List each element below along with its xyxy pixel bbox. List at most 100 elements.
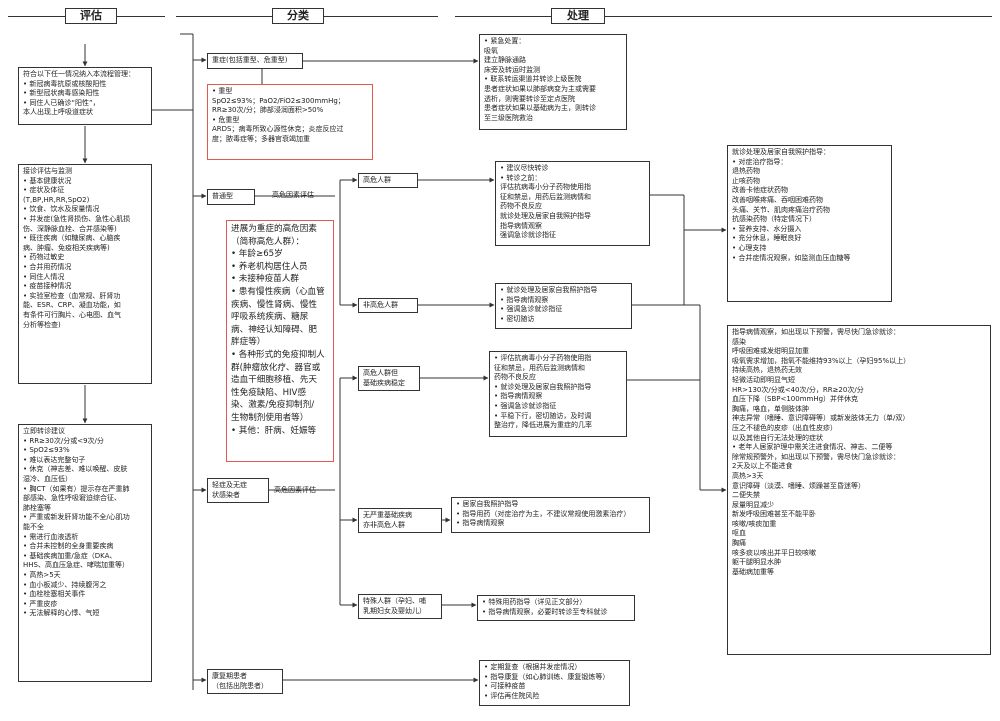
text-line: 轻微活动即明显气短 [732,375,795,384]
text-line: 药物不良反应 [500,202,542,211]
header-assessment: 评估 [65,8,117,24]
text-line: 建立静脉通路 [484,56,526,65]
text-line: • 紧急处置： [484,37,526,45]
text-line: • 平稳下行，密切随访，及时调 [494,411,592,420]
text-line: • 新型冠状病毒感染阳性 [23,89,100,98]
header-classification: 分类 [272,8,324,24]
text-line: 接诊评估与监测 [23,167,72,175]
text-line: • 无法解释的心悸、气短 [23,609,100,618]
high-risk-handling-box: • 建议尽快转诊• 转诊之前： 评估抗病毒小分子药物使用指 征和禁忌，用药后监测… [495,161,650,246]
text-line: • 患有慢性疾病（心血管 [231,286,325,297]
text-line: 性免疫缺陷、HIV感 [231,387,307,398]
text-line: 改善咽喉疼痛、吞咽困难药物 [732,195,823,204]
text-line: 亦非高危人群 [363,520,405,529]
text-line: 本人出现上呼吸道症状 [23,108,93,117]
text-line: 呕血 [732,529,746,538]
text-line: 病、神经认知障碍、肥 [231,324,317,335]
text-line: • 年龄≥65岁 [231,249,283,260]
text-line: 至三级医院救治 [484,113,533,122]
text-line: 符合以下任一情况纳入本流程管理： [23,70,135,78]
text-line: （包括出院患者） [212,681,268,690]
text-line: 退热药物 [732,167,760,176]
text-line: 特殊人群（孕妇、哺 [363,597,426,605]
text-line: 乳期妇女及婴幼儿） [363,606,426,615]
text-line: 床旁及转运时监测 [484,65,540,74]
non-high-risk-handling-box: • 就诊处理及居家自我照护指导• 指导病情观察• 强调急诊就诊指征• 密切随访 [495,283,632,329]
text-line: • 同住人已确诊“阳性”， [23,98,100,107]
text-line: • 合并未控制的全身重要疾病 [23,542,114,551]
text-line: 躯干腿明显水肿 [732,558,781,567]
text-line: （简称高危人群）： [231,236,305,247]
text-line: 胖症等） [231,337,266,348]
text-line: • 评估抗病毒小分子药物使用指 [494,354,592,362]
common-type-box: 普通型 [207,189,255,205]
text-line: • 严重皮疹 [23,599,58,608]
text-line: 整治疗，降低进展为重症的几率 [494,421,592,430]
text-line: 吸氧 [484,46,498,55]
high-risk-group-box: 高危人群 [358,173,418,188]
text-line: • 其他：肝病、妊娠等 [231,425,317,436]
text-line: 基础病加重等 [732,567,774,576]
text-line: 立即转诊建议 [23,427,65,435]
text-line: • 强调急诊就诊指征 [494,401,557,410]
text-line: • 就诊处理及居家自我照护指导 [500,286,598,294]
high-risk-eval-label-mild: 高危因素评估 [274,486,316,494]
text-line: 压之不褪色的皮疹（出血性皮疹） [732,423,837,432]
special-population-box: 特殊人群（孕妇、哺乳期妇女及婴幼儿） [358,594,442,619]
text-line: 染、激素/免疫抑制剂/ [231,400,315,411]
text-line: 就诊处理及居家自我照护指导 [500,211,591,220]
text-line: • 联系转运渠道并转诊上级医院 [484,75,582,84]
text-line: 征和禁忌，用药后监测病情和 [494,363,585,372]
text-line: 新发呼吸困难甚至不能平卧 [732,510,816,519]
text-line: • 胸CT（如果有）提示存在严重肺 [23,484,130,493]
home-care-guidance-box: 就诊处理及居家自我照护指导：• 对症治疗指导： 退热药物 止咳药物 改善卡他症状… [727,145,892,302]
text-line: 呼吸困难或发绀明显加重 [732,347,809,356]
text-line: 吸氧需求增加，指氧不能维持93%以上（孕妇95%以上） [732,356,911,365]
text-line: 状感染者 [212,490,240,499]
text-line: 二便失禁 [732,491,760,500]
text-line: • 血栓栓塞相关事件 [23,590,86,599]
text-line: 药物不良反应 [494,373,536,382]
special-handling-box: • 特殊用药指导（详见正文部分）• 指导病情观察，必要时转诊至专科就诊 [477,595,635,621]
recovery-handling-box: • 定期复查（根据并发症情况）• 指导康复（如心肺训练、康复锻炼等）• 可接种疫… [479,660,630,706]
condition-observation-box: 指导病情观察，如出现以下预警，需尽快门急诊就诊： 感染 呼吸困难或发绀明显加重 … [727,325,991,655]
assessment-monitoring-box: 接诊评估与监测• 基本健康状况• 症状及体征 (T,BP,HR,RR,SpO2)… [18,164,152,384]
text-line: • 各种形式的免疫抑制人 [231,349,325,360]
text-line: 高热>3天 [732,471,764,480]
text-line: 患者症状如果以基础病为主，则转诊 [484,104,596,113]
text-line: • 实验室检查（血常规、肝肾功 [23,291,121,300]
text-line: 能、ESR、CRP、凝血功能，如 [23,301,121,310]
text-line: • 定期复查（根据并发症情况） [484,663,582,671]
text-line: ARDS；病毒所致心源性休克；炎症反应过 [212,125,344,134]
text-line: 征和禁忌，用药后监测病情和 [500,192,591,201]
text-line: 进展为重症的高危因素 [231,224,317,234]
text-line: • 严重或新发肝肾功能不全/心肌功 [23,513,130,522]
text-line: • 强调急诊就诊指征 [500,305,563,314]
text-line: • 指导病情观察 [500,295,549,304]
text-line: 湿冷、血压低） [23,474,72,483]
text-line: • 饮食、饮水及尿量情况 [23,205,100,214]
text-line: • 密切随访 [500,314,535,323]
text-line: • 居家自我照护指导 [456,500,519,508]
text-line: 有条件可行胸片、心电图、血气 [23,310,121,319]
text-line: 头痛、关节、肌肉疼痛治疗药物 [732,205,830,214]
text-line: 咳嗽/咳痰加重 [732,519,777,528]
text-line: 基础疾病稳定 [363,378,405,387]
text-line: • 充分休息，睡眠良好 [732,234,802,243]
text-line: • 指导康复（如心肺训练、康复锻炼等） [484,672,610,681]
text-line: 以及其他自行无法处理的症状 [732,433,823,442]
text-line: 患者症状如果以肺部病变为主或需要 [484,84,596,93]
text-line: 高危人群但 [363,369,398,377]
text-line: 神志异常（嗜睡、意识障碍等）或新发肢体无力（单/双） [732,414,910,423]
text-line: 尿量明显减少 [732,500,774,509]
text-line: 评估抗病毒小分子药物使用指 [500,183,591,192]
text-line: 肺栓塞等 [23,503,51,512]
text-line: • 危重型 [212,115,240,124]
text-line: 无严重基础疾病 [363,511,412,519]
text-line: • 合并症情况观察，如监测血压血糖等 [732,253,851,262]
inclusion-criteria-box: 符合以下任一情况纳入本流程管理：• 新冠病毒抗原或核酸阳性• 新型冠状病毒感染阳… [18,67,152,125]
text-line: 高危人群 [363,176,391,184]
text-line: 指导病情观察 [500,221,542,230]
text-line: HR>130次/分或<40次/分，RR≥20次/分 [732,385,864,394]
